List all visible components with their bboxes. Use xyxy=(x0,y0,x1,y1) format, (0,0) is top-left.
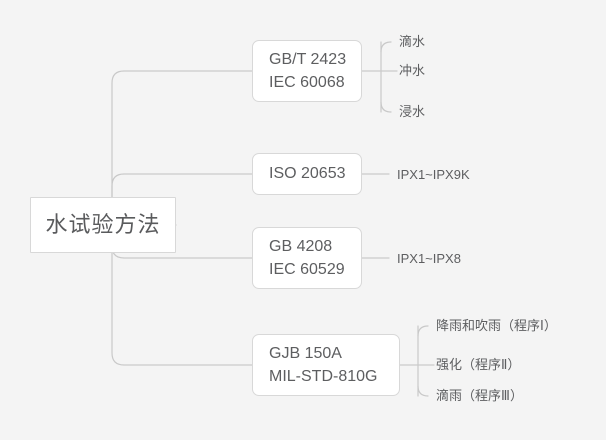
leaf-label[interactable]: 冲水 xyxy=(399,64,426,79)
branch-node-line: MIL-STD-810G xyxy=(269,368,378,385)
connector-trunk-b2 xyxy=(111,173,253,214)
connector-b1-leaf3 xyxy=(380,101,392,113)
branch-node-gbt2423[interactable]: GB/T 2423 IEC 60068 xyxy=(252,40,362,102)
connector-trunk-b1 xyxy=(111,70,253,214)
branch-node-gb4208[interactable]: GB 4208 IEC 60529 xyxy=(252,227,362,289)
leaf-label[interactable]: 降雨和吹雨（程序Ⅰ） xyxy=(436,319,557,334)
leaf-label[interactable]: 滴雨（程序Ⅲ） xyxy=(436,389,523,404)
connector-b4-leaf3 xyxy=(417,385,429,397)
branch-node-line: IEC 60068 xyxy=(269,74,345,91)
branch-node-iso20653[interactable]: ISO 20653 xyxy=(252,153,362,195)
leaf-label[interactable]: IPX1~IPX9K xyxy=(397,167,470,182)
root-node[interactable]: 水试验方法 xyxy=(30,197,176,253)
leaf-label[interactable]: 浸水 xyxy=(399,105,426,120)
leaf-label[interactable]: 滴水 xyxy=(399,35,426,50)
connector-trunk-b4 xyxy=(111,236,253,366)
root-node-label: 水试验方法 xyxy=(45,212,161,238)
branch-node-line: GB 4208 xyxy=(269,237,333,255)
branch-node-line: ISO 20653 xyxy=(269,165,346,183)
branch-node-gjb150a[interactable]: GJB 150A MIL-STD-810G xyxy=(252,334,400,396)
connector-b1-leaf1 xyxy=(380,41,392,53)
branch-node-line: IEC 60529 xyxy=(269,261,345,278)
branch-node-line: GJB 150A xyxy=(269,344,342,362)
connector-b4-leaf1 xyxy=(417,325,429,337)
branch-node-line: GB/T 2423 xyxy=(269,50,347,68)
leaf-label[interactable]: IPX1~IPX8 xyxy=(397,251,461,266)
leaf-label[interactable]: 强化（程序Ⅱ） xyxy=(436,358,521,373)
